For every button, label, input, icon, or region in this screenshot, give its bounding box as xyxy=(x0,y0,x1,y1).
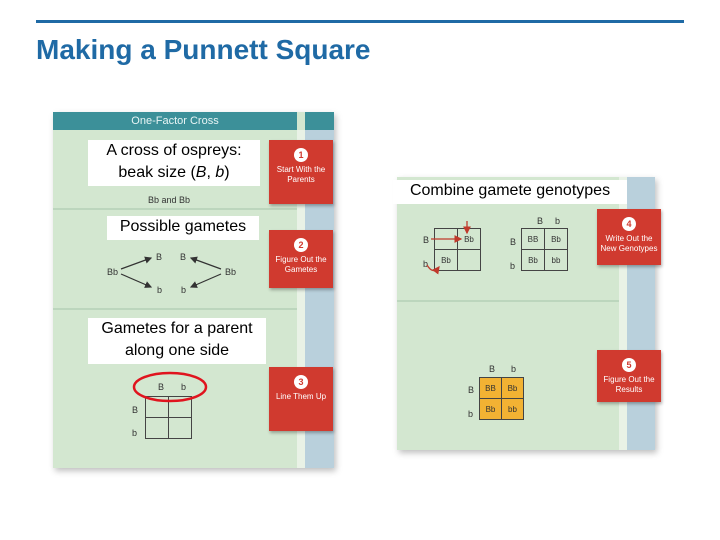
step-3-card: 3 Line Them Up xyxy=(269,367,333,431)
allele-b: b xyxy=(215,164,225,181)
sketch-row-header: B xyxy=(423,235,430,245)
grid-cell: bb xyxy=(544,249,568,271)
lineup-label: Gametes for a parent along one side xyxy=(88,318,266,364)
grid-cell xyxy=(457,249,481,271)
parents-genotypes: Bb and Bb xyxy=(148,195,191,205)
title-rule xyxy=(36,20,684,23)
results-col-header: B xyxy=(489,364,496,374)
lineup-row-header: B xyxy=(132,405,139,415)
lineup-label-line2: along one side xyxy=(124,342,230,359)
combine-col-header: b xyxy=(555,216,561,226)
lineup-col-header: B xyxy=(158,382,165,392)
results-col-header: b xyxy=(511,364,517,374)
gamete-bottom-left: b xyxy=(157,285,163,295)
cross-label-sep: , xyxy=(206,164,216,181)
step-number-badge: 2 xyxy=(294,238,308,252)
results-row-header: b xyxy=(468,409,474,419)
sketch-row-header: b xyxy=(423,259,429,269)
grid-cell: Bb xyxy=(521,249,545,271)
grid-cell: bb xyxy=(501,398,524,420)
step-1-card: 1 Start With the Parents xyxy=(269,140,333,204)
gametes-label: Possible gametes xyxy=(107,216,259,240)
cross-label-line1: A cross of ospreys: xyxy=(106,142,242,159)
combine-results-panel: 4 Write Out the New Genotypes 5 Figure O… xyxy=(397,177,661,450)
panel-divider xyxy=(297,130,305,468)
combine-arrows xyxy=(426,221,471,275)
step-text: Line Them Up xyxy=(275,392,327,401)
step-4-card: 4 Write Out the New Genotypes xyxy=(597,209,661,265)
cross-label-line2-prefix: beak size ( xyxy=(118,164,196,181)
combine-label: Combine gamete genotypes xyxy=(393,180,627,204)
lineup-label-line1: Gametes for a parent xyxy=(101,320,253,337)
combine-col-header: B xyxy=(537,216,544,226)
step-text: Write Out the New Genotypes xyxy=(600,234,658,253)
grid-cell: Bb xyxy=(501,377,524,399)
slide-title: Making a Punnett Square xyxy=(36,34,371,65)
combine-row-header: B xyxy=(510,237,517,247)
step-2-card: 2 Figure Out the Gametes xyxy=(269,230,333,288)
section-divider xyxy=(53,208,297,210)
step-number-badge: 3 xyxy=(294,375,308,389)
grid-cell: Bb xyxy=(544,228,568,250)
step-number-badge: 5 xyxy=(622,358,636,372)
panel-divider xyxy=(619,177,627,450)
gamete-bottom-right: b xyxy=(181,285,187,295)
highlight-ellipse xyxy=(132,371,208,403)
grid-cell: BB xyxy=(479,377,502,399)
results-row-header: B xyxy=(468,385,475,395)
step-5-card: 5 Figure Out the Results xyxy=(597,350,661,402)
gamete-arrows xyxy=(120,256,222,288)
grid-cell: BB xyxy=(521,228,545,250)
gamete-top-right: B xyxy=(180,252,187,262)
gamete-top-left: B xyxy=(156,252,163,262)
panel-header: One-Factor Cross xyxy=(53,112,297,130)
step-text: Start With the Parents xyxy=(276,165,326,184)
cross-label-suffix: ) xyxy=(224,164,230,181)
grid-cell xyxy=(168,417,192,439)
step-number-badge: 4 xyxy=(622,217,636,231)
allele-B: B xyxy=(195,164,207,181)
step-text: Figure Out the Results xyxy=(603,375,655,394)
gamete-parent-right: Bb xyxy=(225,267,237,277)
lineup-row-header: b xyxy=(132,428,138,438)
step-text: Figure Out the Gametes xyxy=(275,255,327,274)
grid-cell: Bb xyxy=(479,398,502,420)
lineup-col-header: b xyxy=(181,382,187,392)
step-number-badge: 1 xyxy=(294,148,308,162)
cross-label: A cross of ospreys: beak size (B, b) xyxy=(88,140,260,186)
combine-row-header: b xyxy=(510,261,516,271)
gamete-parent-left: Bb xyxy=(107,267,119,277)
panel-header-tab xyxy=(305,112,334,130)
section-divider xyxy=(397,300,619,302)
grid-cell xyxy=(145,417,169,439)
section-divider xyxy=(53,308,297,310)
